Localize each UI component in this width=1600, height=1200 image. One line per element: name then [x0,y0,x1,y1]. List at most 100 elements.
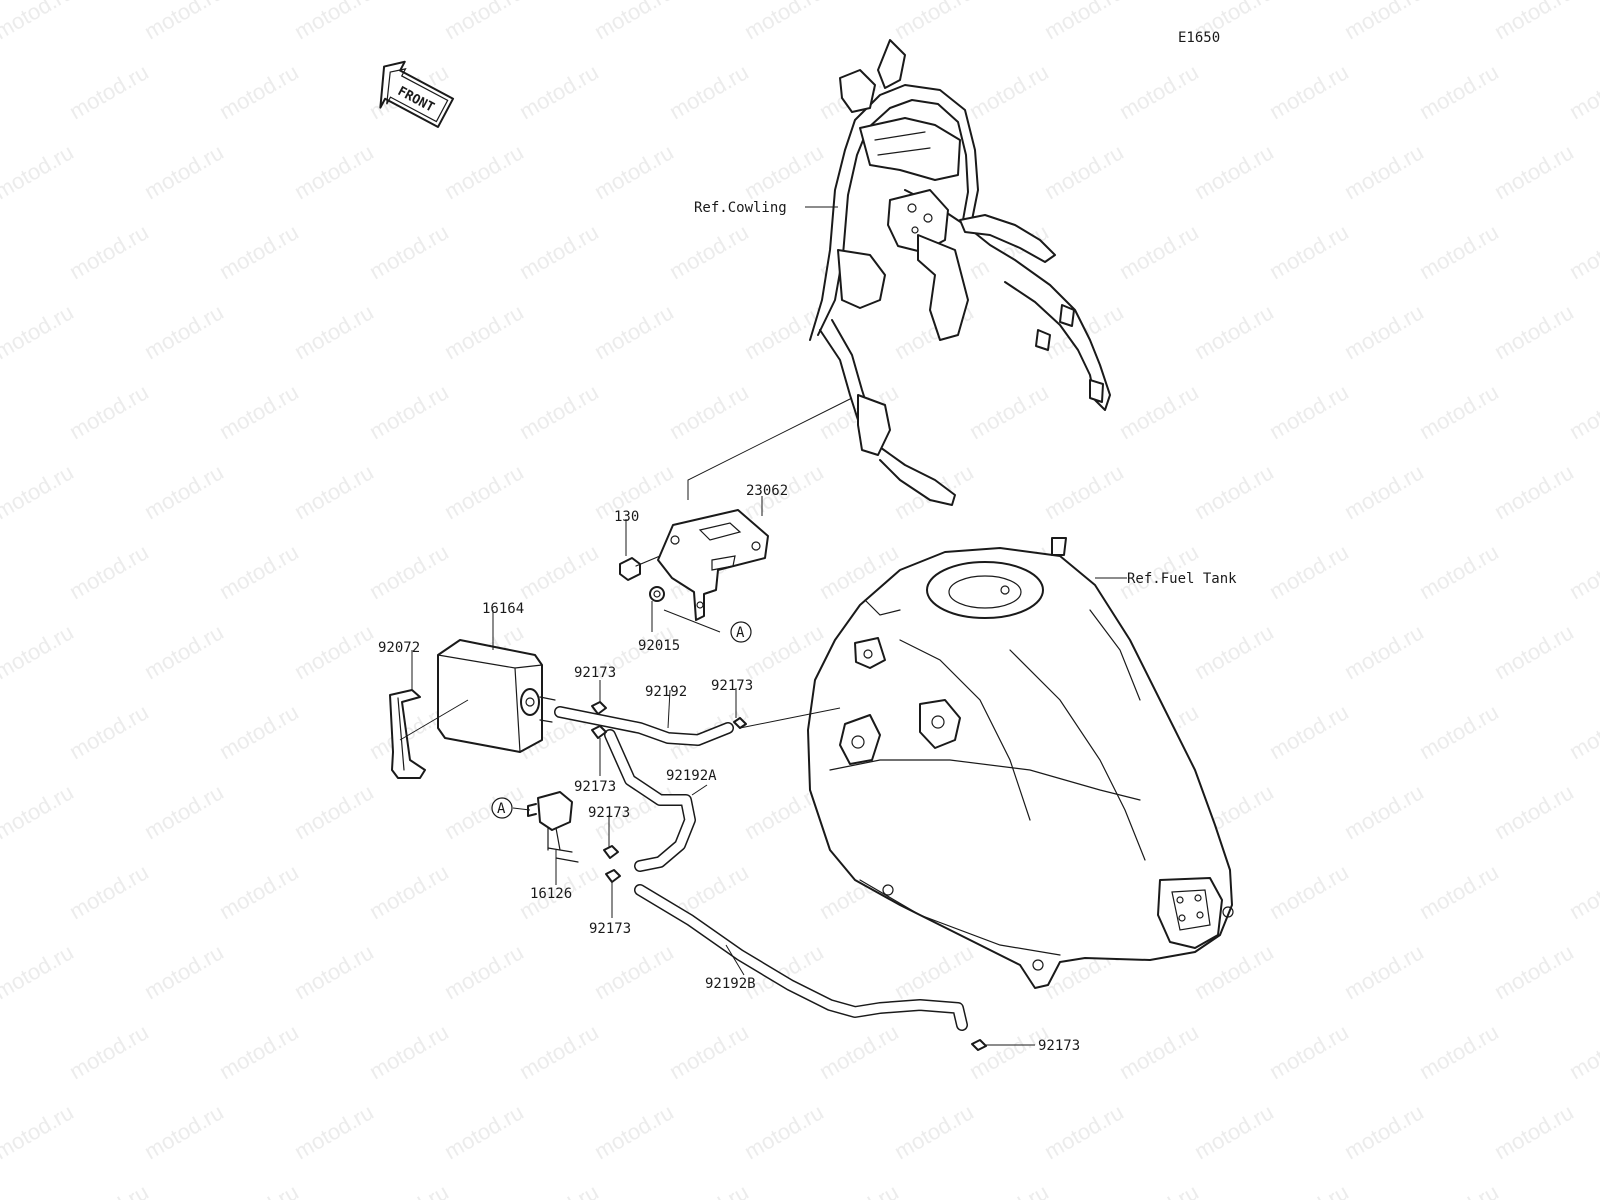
watermark-text: motod.ru [65,539,153,604]
watermark-text: motod.ru [1415,1179,1503,1200]
watermark-text: motod.ru [290,139,378,204]
watermark-text: motod.ru [1265,539,1353,604]
watermark-text: motod.ru [665,1179,753,1200]
valve-16126 [527,791,579,863]
watermark-text: motod.ru [1565,699,1600,764]
watermark-text: motod.ru [740,139,828,204]
watermark-text: motod.ru [0,379,3,444]
watermark-text: motod.ru [1265,859,1353,924]
watermark-text: motod.ru [65,1179,153,1200]
watermark-text: motod.ru [140,459,228,524]
watermark-text: motod.ru [1265,219,1353,284]
part-label-92173-d: 92173 [588,805,630,821]
watermark-text: motod.ru [1415,539,1503,604]
watermark-text: motod.ru [290,939,378,1004]
canister-band-92072 [389,689,469,779]
watermark-text: motod.ru [1565,539,1600,604]
watermark-text: motod.ru [65,699,153,764]
watermark-text: motod.ru [0,59,3,124]
watermark-text: motod.ru [1115,379,1203,444]
part-label-92173-c: 92173 [574,779,616,795]
watermark-text: motod.ru [0,1019,3,1084]
diagram-code: E1650 [1178,30,1220,46]
front-arrow-icon: FRONT [379,60,455,128]
watermark-text: motod.ru [515,1179,603,1200]
nut-92015 [649,586,665,602]
watermark-text: motod.ru [1490,939,1578,1004]
watermark-text: motod.ru [1340,459,1428,524]
watermark-text: motod.ru [140,1099,228,1164]
watermark-text: motod.ru [140,299,228,364]
watermark-text: motod.ru [290,299,378,364]
watermark-text: motod.ru [1340,779,1428,844]
watermark-text: motod.ru [1415,59,1503,124]
watermark-text: motod.ru [1490,299,1578,364]
watermark-text: motod.ru [290,0,378,44]
watermark-text: motod.ru [0,699,3,764]
watermark-text: motod.ru [365,379,453,444]
watermark-text: motod.ru [965,59,1053,124]
watermark-text: motod.ru [140,0,228,44]
watermark-text: motod.ru [1415,1019,1503,1084]
watermark-text: motod.ru [0,219,3,284]
watermark-text: motod.ru [1115,1179,1203,1200]
watermark-text: motod.ru [740,1099,828,1164]
watermark-text: motod.ru [0,859,3,924]
watermark-text: motod.ru [1190,139,1278,204]
callout-a-valve: A [491,797,513,819]
watermark-text: motod.ru [1115,219,1203,284]
hose-92192 [554,706,734,746]
watermark-text: motod.ru [1415,219,1503,284]
watermark-text: motod.ru [1490,0,1578,44]
watermark-text: motod.ru [590,0,678,44]
watermark-text: motod.ru [590,939,678,1004]
part-label-92072: 92072 [378,640,420,656]
watermark-text: motod.ru [0,1179,3,1200]
watermark-text: motod.ru [65,859,153,924]
part-label-92192: 92192 [645,684,687,700]
watermark-text: motod.ru [65,1019,153,1084]
part-label-92173-e: 92173 [589,921,631,937]
watermark-text: motod.ru [0,619,78,684]
watermark-text: motod.ru [1490,1099,1578,1164]
watermark-text: motod.ru [0,539,3,604]
watermark-text: motod.ru [1190,1099,1278,1164]
watermark-text: motod.ru [215,1179,303,1200]
watermark-text: motod.ru [965,379,1053,444]
watermark-text: motod.ru [0,0,78,44]
watermark-text: motod.ru [0,939,78,1004]
watermark-text: motod.ru [1340,939,1428,1004]
callout-a-label-1: A [736,625,745,641]
watermark-text: motod.ru [1565,219,1600,284]
part-label-92173-a: 92173 [574,665,616,681]
watermark-text: motod.ru [890,939,978,1004]
watermark-text: motod.ru [365,1179,453,1200]
watermark-text: motod.ru [515,59,603,124]
watermark-text: motod.ru [590,1099,678,1164]
watermark-text: motod.ru [365,859,453,924]
part-label-23062: 23062 [746,483,788,499]
watermark-text: motod.ru [740,619,828,684]
watermark-text: motod.ru [290,459,378,524]
watermark-text: motod.ru [290,779,378,844]
part-label-16164: 16164 [482,601,524,617]
bolt-130 [619,555,661,581]
watermark-text: motod.ru [1490,459,1578,524]
watermark-text: motod.ru [0,459,78,524]
watermark-text: motod.ru [440,779,528,844]
watermark-text: motod.ru [365,1019,453,1084]
cowling-frame [809,39,1111,506]
watermark-text: motod.ru [1340,619,1428,684]
watermark-text: motod.ru [515,219,603,284]
part-label-130: 130 [614,509,639,525]
watermark-text: motod.ru [1040,139,1128,204]
watermark-text: motod.ru [1490,619,1578,684]
hose-92192A [604,729,696,872]
callout-a-bracket: A [730,621,752,643]
part-label-92192A: 92192A [666,768,717,784]
watermark-text: motod.ru [215,539,303,604]
watermark-text: motod.ru [1190,459,1278,524]
watermark-text: motod.ru [140,779,228,844]
callout-a-label-2: A [497,801,506,817]
